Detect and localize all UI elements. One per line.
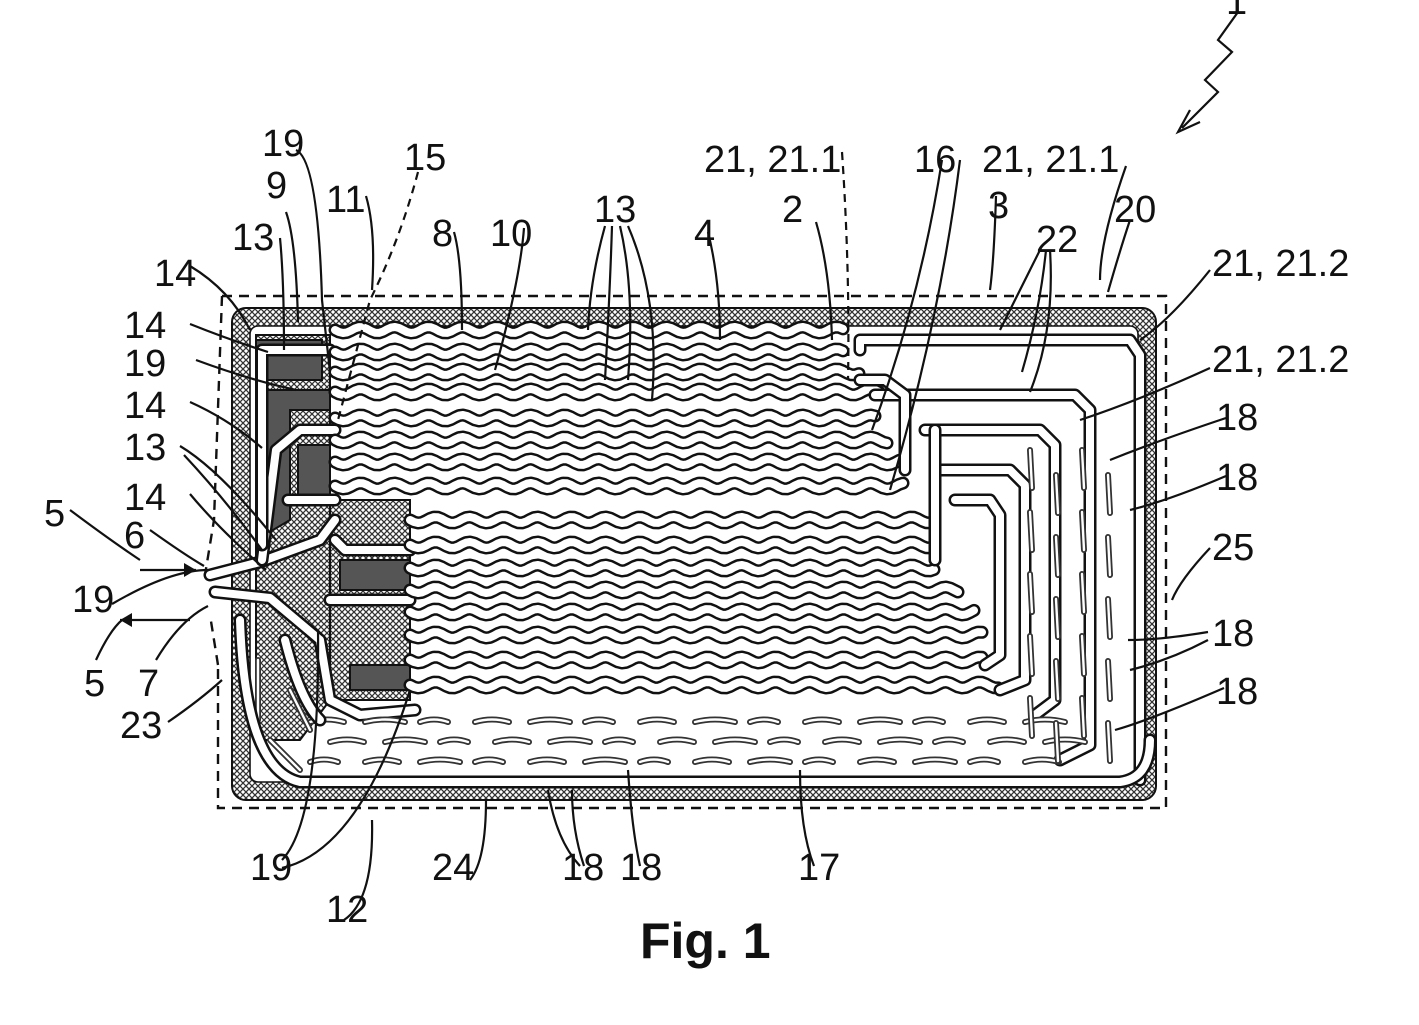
label-19-left-b: 19 xyxy=(72,579,114,621)
label-13-left-a: 13 xyxy=(232,217,274,259)
label-25: 25 xyxy=(1212,527,1254,569)
label-18-r4: 18 xyxy=(1216,671,1258,713)
flow-channel-core-4 xyxy=(335,389,879,395)
label-18-r3: 18 xyxy=(1212,613,1254,655)
label-3: 3 xyxy=(988,185,1009,227)
label-12: 12 xyxy=(326,889,368,931)
label-22: 22 xyxy=(1036,219,1078,261)
label-16: 16 xyxy=(914,139,956,181)
label-10: 10 xyxy=(490,213,532,255)
flow-channel-core-5 xyxy=(335,415,875,421)
label-17: 17 xyxy=(798,847,840,889)
label-14-a: 14 xyxy=(154,253,196,295)
label-21-21-1-b: 21, 21.1 xyxy=(982,139,1119,181)
label-8: 8 xyxy=(432,213,453,255)
label-6: 6 xyxy=(124,515,145,557)
label-21-21-2-a: 21, 21.2 xyxy=(1212,243,1349,285)
label-18-b2: 18 xyxy=(620,847,662,889)
label-20: 20 xyxy=(1114,189,1156,231)
label-13-left-b: 13 xyxy=(124,427,166,469)
label-18-r1: 18 xyxy=(1216,397,1258,439)
label-14-c: 14 xyxy=(124,385,166,427)
label-1: 1 xyxy=(1226,0,1247,23)
label-18-b1: 18 xyxy=(562,847,604,889)
flow-arrows xyxy=(120,563,196,627)
label-13-top: 13 xyxy=(594,189,636,231)
label-19-left-a: 19 xyxy=(124,343,166,385)
label-11: 11 xyxy=(326,179,365,221)
label-24: 24 xyxy=(432,847,474,889)
label-21-21-1-a: 21, 21.1 xyxy=(704,139,841,181)
label-14-d: 14 xyxy=(124,477,166,519)
label-21-21-2-b: 21, 21.2 xyxy=(1212,339,1349,381)
label-9: 9 xyxy=(266,165,287,207)
label-23: 23 xyxy=(120,705,162,747)
label-19-bottom: 19 xyxy=(250,847,292,889)
label-7: 7 xyxy=(138,663,159,705)
label-15: 15 xyxy=(404,137,446,179)
figure-caption: Fig. 1 xyxy=(640,913,771,969)
label-5-top: 5 xyxy=(44,493,65,535)
label-2: 2 xyxy=(782,189,803,231)
label-4: 4 xyxy=(694,213,715,255)
label-14-b: 14 xyxy=(124,305,166,347)
label-19-top: 19 xyxy=(262,123,304,165)
label-18-r2: 18 xyxy=(1216,457,1258,499)
label-5-bottom: 5 xyxy=(84,663,105,705)
